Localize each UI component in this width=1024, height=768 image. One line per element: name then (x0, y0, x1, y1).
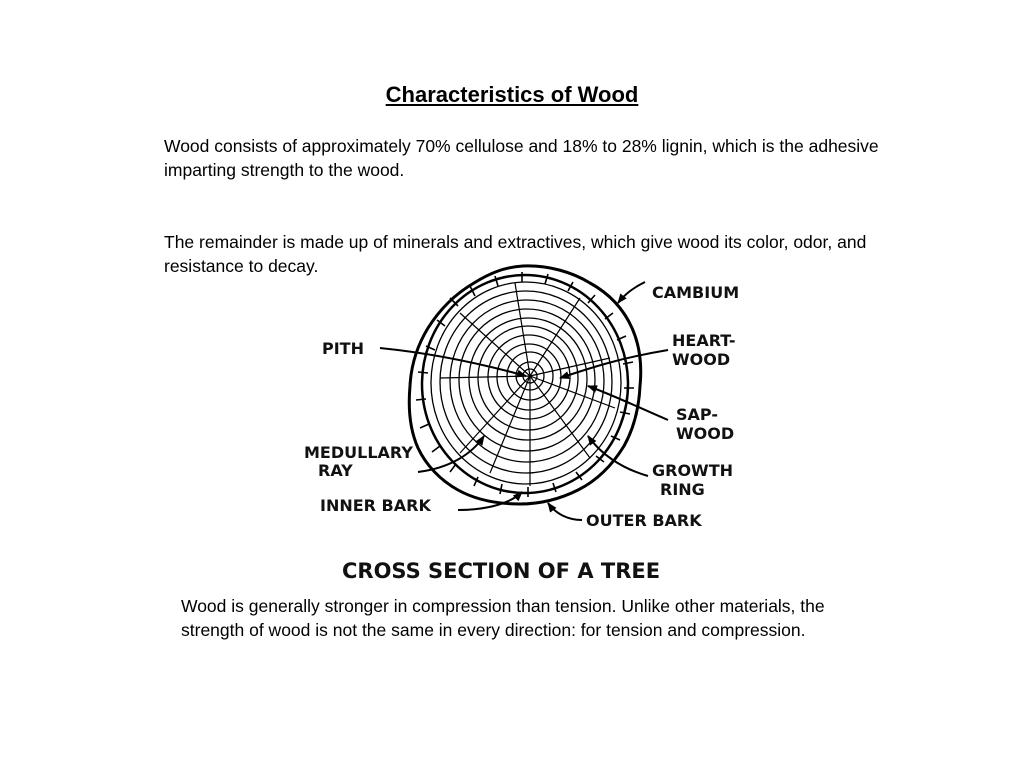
paragraph-extractives: The remainder is made up of minerals and… (164, 232, 867, 276)
label-sapwood-line1: SAP- (676, 405, 718, 424)
label-pith: PITH (322, 339, 364, 358)
label-sapwood-line2: WOOD (676, 424, 734, 443)
paragraph-strength: Wood is generally stronger in compressio… (181, 596, 825, 640)
label-heartwood-line1: HEART- (672, 331, 736, 350)
label-inner-bark: INNER BARK (320, 496, 431, 515)
outer-bark-shape (407, 264, 643, 506)
slide-title: Characteristics of Wood (385, 82, 639, 107)
growth-rings (430, 281, 622, 485)
label-growth-ring-line1: GROWTH (652, 461, 733, 480)
tree-cross-section-illustration: CAMBIUM HEART- WOOD SAP- WOOD GROWTH RIN… (304, 264, 739, 583)
paragraph-composition: Wood consists of approximately 70% cellu… (164, 136, 879, 180)
label-cambium: CAMBIUM (652, 283, 739, 302)
medullary-rays (439, 282, 616, 486)
label-outer-bark: OUTER BARK (586, 511, 702, 530)
inner-bark-ring (420, 273, 630, 495)
diagram-caption: CROSS SECTION OF A TREE (342, 559, 660, 583)
tree-cross-section-diagram: CAMBIUM HEART- WOOD SAP- WOOD GROWTH RIN… (290, 258, 770, 588)
label-growth-ring-line2: RING (660, 480, 705, 499)
label-heartwood-line2: WOOD (672, 350, 730, 369)
label-medullary-ray-line2: RAY (318, 461, 353, 480)
label-medullary-ray-line1: MEDULLARY (304, 443, 413, 462)
